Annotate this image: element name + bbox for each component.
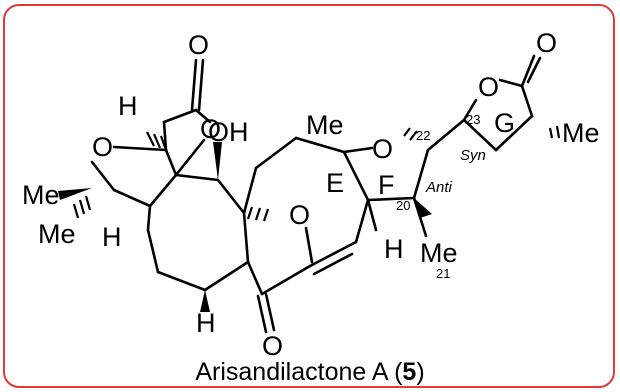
ring-labels: E F G [326,108,515,200]
atom-h-left-low: H [102,222,122,252]
atom-o-bottom: O [262,331,283,361]
compound-caption: Arisandilactone A (5) [195,358,424,386]
atom-me-right: Me [562,118,600,148]
atom-me-bottom-right: Me [420,238,458,268]
atom-labels: O O OH O H Me Me H O Me O O O Me H O H M… [22,28,600,361]
bond-network [90,54,542,334]
caption-number: 5 [402,358,416,386]
locant-23: 23 [466,112,480,127]
atom-me-left-2: Me [38,219,76,249]
atom-h-bottom-center: H [384,234,404,264]
wedge-bonds [58,142,432,312]
atom-o-bridge: O [289,200,310,230]
atom-o-lactone-left: O [200,114,221,144]
atom-o-f-ring: O [372,134,393,164]
atom-o-lactone-right: O [478,72,499,102]
caption-paren-open: ( [387,358,403,386]
locant-labels: 20 21 22 23 Syn Anti [396,112,486,281]
locant-22: 22 [416,128,430,143]
atom-oh: OH [208,117,249,147]
atom-me-left-1: Me [22,180,60,210]
ring-label-e: E [326,168,344,198]
atom-h-bottom-left: H [196,308,216,338]
atom-h-top-left: H [118,91,138,121]
svg-text:Arisandilactone A (5): Arisandilactone A (5) [195,358,424,386]
ring-label-f: F [378,170,395,200]
hash-bonds [72,125,561,222]
stereo-label-syn: Syn [460,147,486,164]
caption-paren-close: ) [416,358,424,386]
atom-me-top-center: Me [306,110,344,140]
caption-name: Arisandilactone A [195,358,389,386]
locant-21: 21 [436,266,450,281]
atom-o-top-carbonyl: O [188,30,209,60]
figure-frame [3,4,615,388]
ring-label-g: G [494,108,515,138]
stereo-label-anti: Anti [425,179,453,196]
atom-o-thf-left: O [92,132,113,162]
atom-o-top-right: O [536,28,557,58]
locant-20: 20 [396,198,410,213]
